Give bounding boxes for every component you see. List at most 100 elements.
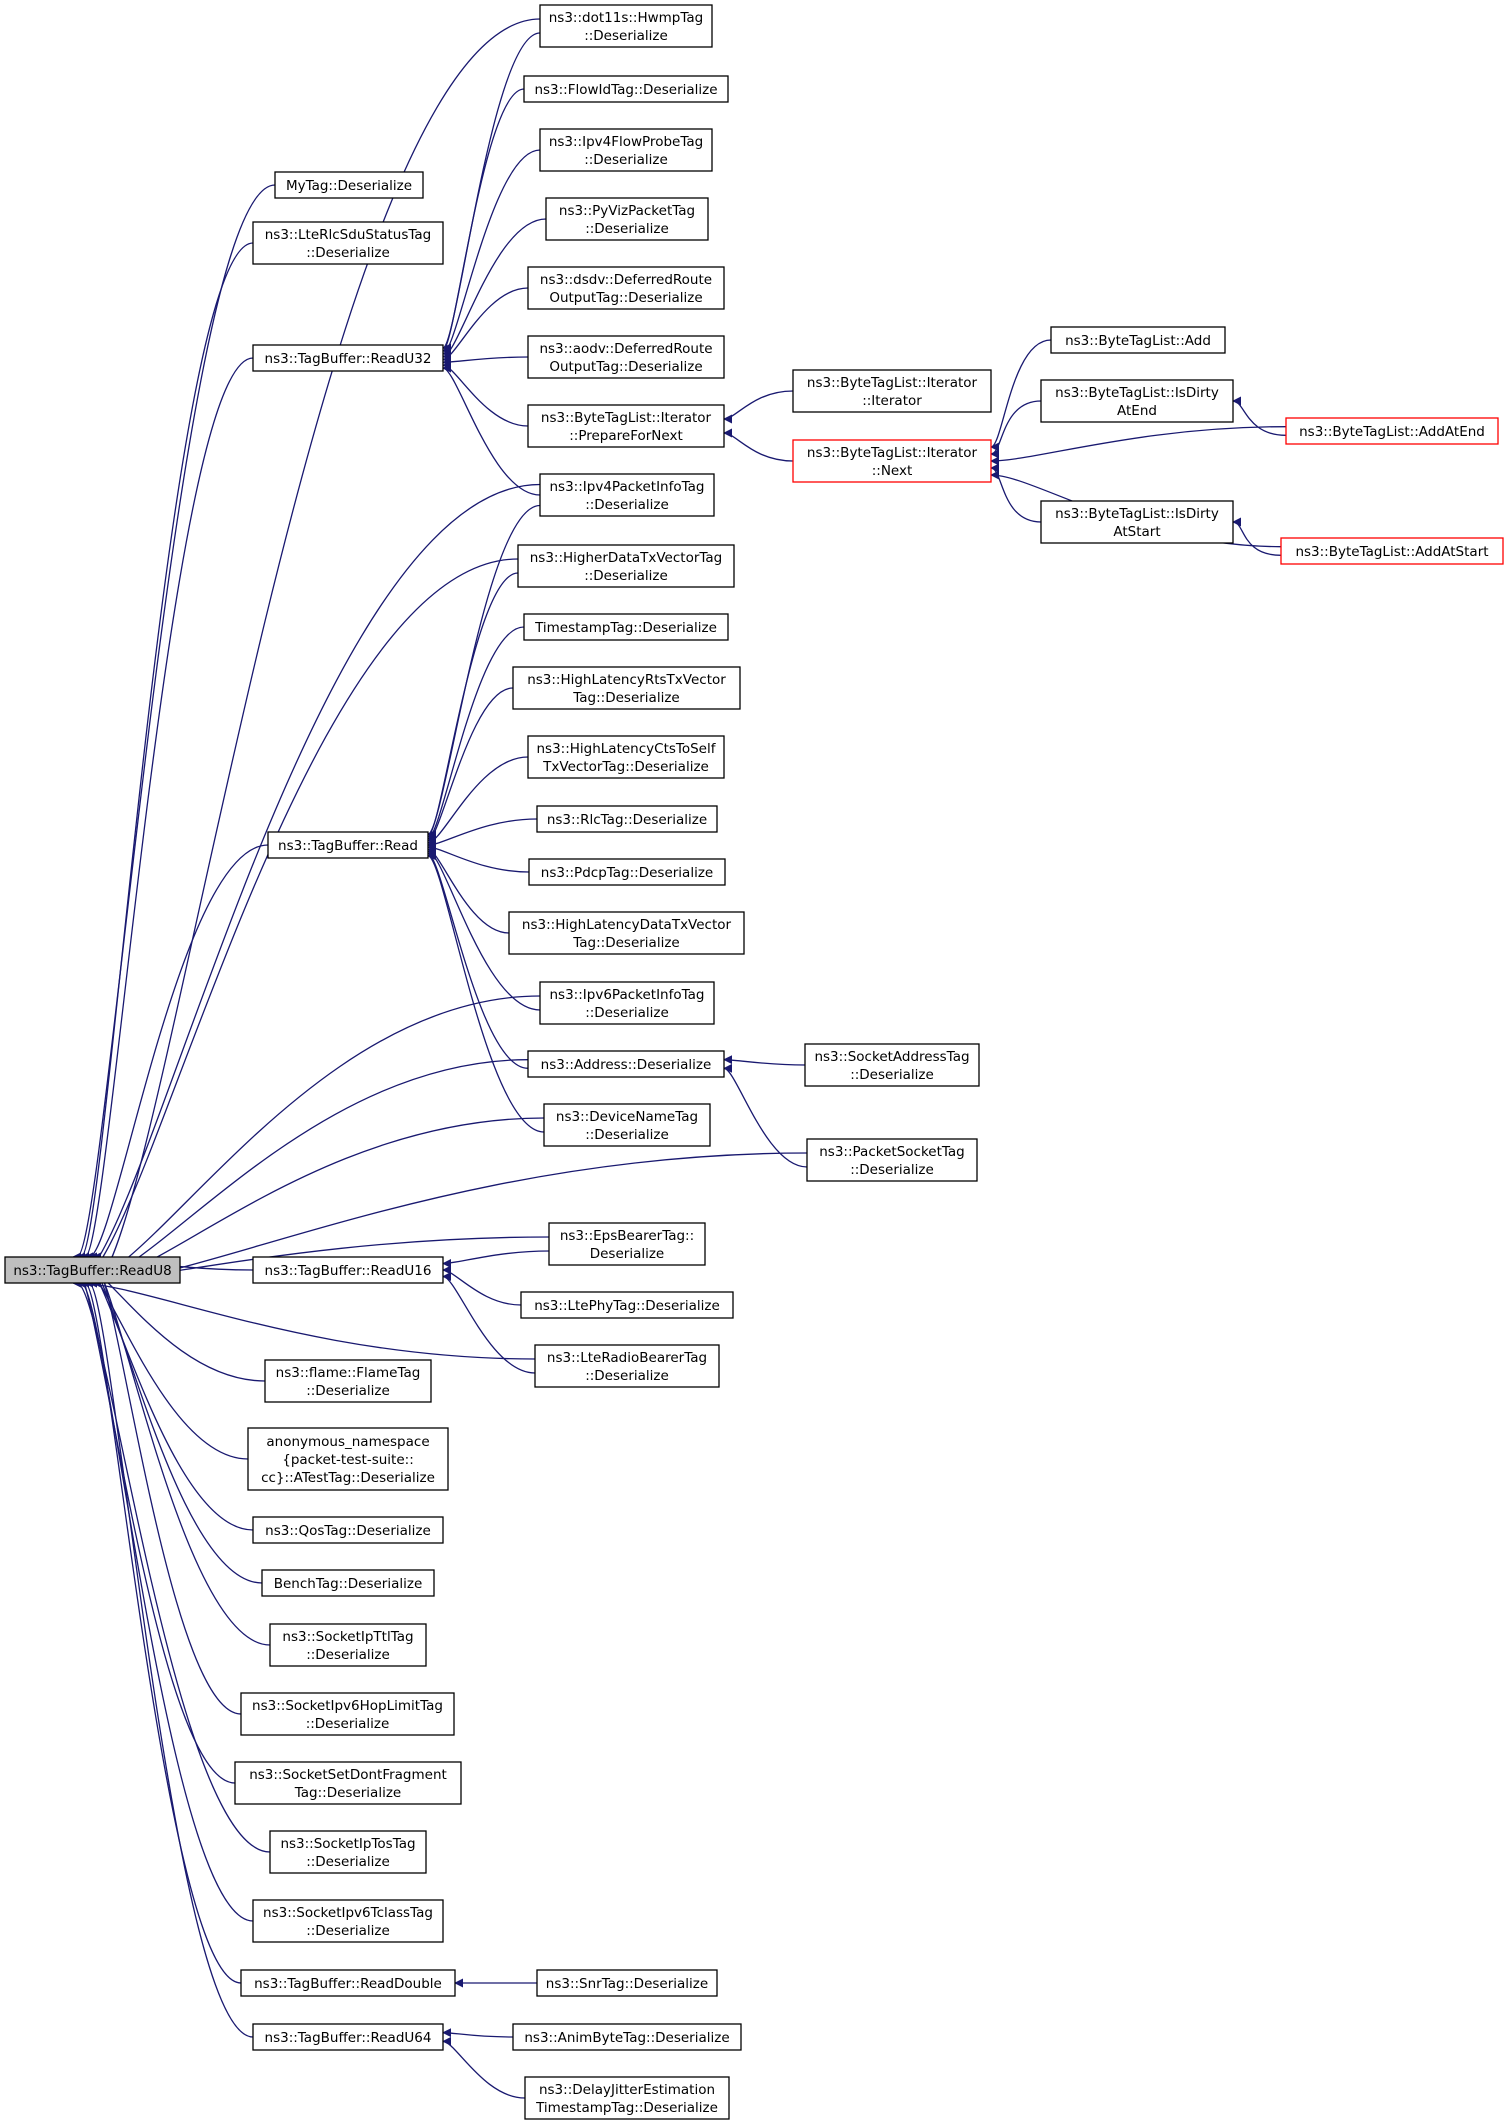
- node-snrtag[interactable]: ns3::SnrTag::Deserialize: [536, 1969, 718, 1997]
- node-iteratornext[interactable]: ns3::ByteTagList::Iterator::Next: [792, 439, 992, 483]
- node-highlatencyrts[interactable]: ns3::HighLatencyRtsTxVectorTag::Deserial…: [512, 666, 741, 710]
- node-label: ns3::ByteTagList::AddAtStart: [1295, 544, 1488, 560]
- node-box: [806, 1138, 978, 1182]
- node-socketsetdont[interactable]: ns3::SocketSetDontFragmentTag::Deseriali…: [234, 1761, 462, 1805]
- edge-flowidtag-to-readu32: [442, 88, 525, 356]
- node-benchtag[interactable]: BenchTag::Deserialize: [261, 1569, 435, 1597]
- node-flowidtag[interactable]: ns3::FlowIdTag::Deserialize: [523, 75, 729, 103]
- node-label: Tag::Deserialize: [572, 935, 679, 951]
- edge-addatend-to-iteratornext: [990, 426, 1287, 466]
- node-label: ::Deserialize: [306, 1923, 390, 1939]
- node-label: ns3::TagBuffer::ReadU16: [265, 1263, 432, 1279]
- node-box: [240, 1692, 455, 1736]
- node-label: ns3::QosTag::Deserialize: [265, 1523, 431, 1539]
- node-box: [252, 1899, 444, 1943]
- node-label: ns3::Ipv4FlowProbeTag: [549, 134, 703, 150]
- node-qostag[interactable]: ns3::QosTag::Deserialize: [252, 1516, 444, 1544]
- edge-highlatencydata-to-read: [427, 844, 510, 934]
- node-aodvdeferred[interactable]: ns3::aodv::DeferredRouteOutputTag::Deser…: [527, 335, 725, 379]
- node-label: ::Deserialize: [585, 221, 669, 237]
- node-addressdeser[interactable]: ns3::Address::Deserialize: [527, 1050, 725, 1078]
- node-box: [524, 2076, 730, 2120]
- node-mytag[interactable]: MyTag::Deserialize: [274, 171, 424, 199]
- node-box: [261, 1569, 435, 1597]
- edge-iteratorctor-to-preparefornext: [723, 390, 794, 424]
- node-socketipttl[interactable]: ns3::SocketIpTtlTag::Deserialize: [269, 1623, 427, 1667]
- node-readu8[interactable]: ns3::TagBuffer::ReadU8: [4, 1256, 181, 1284]
- node-iteratorctor[interactable]: ns3::ByteTagList::Iterator::Iterator: [792, 369, 992, 413]
- node-hwmptag[interactable]: ns3::dot11s::HwmpTag::Deserialize: [539, 4, 713, 48]
- edge-readu64-to-readu8: [88, 1278, 254, 2038]
- node-delayjitter[interactable]: ns3::DelayJitterEstimationTimestampTag::…: [524, 2076, 730, 2120]
- node-label: AtStart: [1113, 524, 1160, 540]
- node-label: OutputTag::Deserialize: [549, 290, 702, 306]
- edge-iteratornext-to-preparefornext: [723, 428, 794, 462]
- node-label: ns3::PyVizPacketTag: [559, 203, 695, 219]
- node-box: [1285, 417, 1499, 445]
- node-label: ns3::LteRlcSduStatusTag: [265, 227, 432, 243]
- edge-qostag-to-readu8: [80, 1252, 254, 1531]
- edge-mytag-to-readu8: [76, 184, 276, 1262]
- node-label: ns3::HighLatencyCtsToSelf: [536, 741, 716, 757]
- node-readdouble[interactable]: ns3::TagBuffer::ReadDouble: [240, 1969, 456, 1997]
- node-label: ns3::SocketAddressTag: [814, 1049, 969, 1065]
- edge-aodvdeferred-to-readu32: [442, 356, 529, 367]
- node-readu32[interactable]: ns3::TagBuffer::ReadU32: [252, 344, 444, 372]
- node-addatstart[interactable]: ns3::ByteTagList::AddAtStart: [1280, 537, 1504, 565]
- node-box: [539, 4, 713, 48]
- node-bytetaglistadd[interactable]: ns3::ByteTagList::Add: [1050, 326, 1226, 354]
- node-socketiptos[interactable]: ns3::SocketIpTosTag::Deserialize: [269, 1830, 427, 1874]
- node-label: ::Deserialize: [306, 1854, 390, 1870]
- node-label: TimestampTag::Deserialize: [534, 620, 717, 636]
- node-label: ns3::SocketIpv6HopLimitTag: [252, 1698, 443, 1714]
- node-box: [520, 1291, 734, 1319]
- node-ipv4flowprobe[interactable]: ns3::Ipv4FlowProbeTag::Deserialize: [539, 128, 713, 172]
- node-socketaddresstag[interactable]: ns3::SocketAddressTag::Deserialize: [804, 1043, 980, 1087]
- node-box: [792, 369, 992, 413]
- edge-highlatencycts-to-read: [427, 756, 529, 848]
- node-anonymous[interactable]: anonymous_namespace{packet-test-suite::c…: [247, 1427, 449, 1491]
- node-rlctag[interactable]: ns3::RlcTag::Deserialize: [536, 805, 718, 833]
- edge-socketipv6tclass-to-readu8: [80, 1278, 254, 1922]
- node-label: ns3::TagBuffer::ReadU32: [265, 351, 432, 367]
- node-read[interactable]: ns3::TagBuffer::Read: [267, 831, 429, 859]
- node-lteradiobearer[interactable]: ns3::LteRadioBearerTag::Deserialize: [534, 1344, 720, 1388]
- node-readu16[interactable]: ns3::TagBuffer::ReadU16: [252, 1256, 444, 1284]
- edge-ipv4packetinfo-to-readu8: [72, 483, 541, 1288]
- node-pdcptag[interactable]: ns3::PdcpTag::Deserialize: [528, 858, 726, 886]
- edge-dsdvdeferred-to-readu32: [442, 287, 529, 364]
- node-box: [528, 858, 726, 886]
- edge-preparefornext-to-readu32: [442, 360, 529, 427]
- node-label: ns3::TagBuffer::Read: [278, 838, 418, 854]
- node-lterlcsdu[interactable]: ns3::LteRlcSduStatusTag::Deserialize: [252, 221, 444, 265]
- node-box: [252, 2023, 444, 2051]
- edge-ltephytag-to-readu16: [442, 1265, 522, 1306]
- node-label: ns3::EpsBearerTag::: [560, 1228, 694, 1244]
- node-pyvizpacket[interactable]: ns3::PyVizPacketTag::Deserialize: [545, 197, 709, 241]
- node-ipv4packetinfo[interactable]: ns3::Ipv4PacketInfoTag::Deserialize: [539, 473, 715, 517]
- node-preparefornext[interactable]: ns3::ByteTagList::Iterator::PrepareForNe…: [527, 404, 725, 448]
- node-devicenametag[interactable]: ns3::DeviceNameTag::Deserialize: [543, 1103, 711, 1147]
- node-socketipv6tclass[interactable]: ns3::SocketIpv6TclassTag::Deserialize: [252, 1899, 444, 1943]
- node-flametag[interactable]: ns3::flame::FlameTag::Deserialize: [264, 1359, 432, 1403]
- node-epsbearertag[interactable]: ns3::EpsBearerTag::Deserialize: [548, 1222, 706, 1266]
- node-highlatencycts[interactable]: ns3::HighLatencyCtsToSelfTxVectorTag::De…: [527, 735, 725, 779]
- node-animbytetag[interactable]: ns3::AnimByteTag::Deserialize: [512, 2023, 742, 2051]
- node-dsdvdeferred[interactable]: ns3::dsdv::DeferredRouteOutputTag::Deser…: [527, 266, 725, 310]
- node-ipv6packetinfo[interactable]: ns3::Ipv6PacketInfoTag::Deserialize: [539, 981, 715, 1025]
- node-label: ns3::RlcTag::Deserialize: [547, 812, 707, 828]
- node-box: [269, 1623, 427, 1667]
- node-addatend[interactable]: ns3::ByteTagList::AddAtEnd: [1285, 417, 1499, 445]
- node-highlatencydata[interactable]: ns3::HighLatencyDataTxVectorTag::Deseria…: [508, 911, 745, 955]
- node-packetsockettag[interactable]: ns3::PacketSocketTag::Deserialize: [806, 1138, 978, 1182]
- node-ltephytag[interactable]: ns3::LtePhyTag::Deserialize: [520, 1291, 734, 1319]
- node-timestamptag[interactable]: TimestampTag::Deserialize: [523, 613, 729, 641]
- node-higherdatatx[interactable]: ns3::HigherDataTxVectorTag::Deserialize: [517, 544, 735, 588]
- node-label: ns3::Address::Deserialize: [541, 1057, 712, 1073]
- node-readu64[interactable]: ns3::TagBuffer::ReadU64: [252, 2023, 444, 2051]
- node-label: ns3::dsdv::DeferredRoute: [540, 272, 712, 288]
- node-label: ::Deserialize: [584, 152, 668, 168]
- node-socketipv6hop[interactable]: ns3::SocketIpv6HopLimitTag::Deserialize: [240, 1692, 455, 1736]
